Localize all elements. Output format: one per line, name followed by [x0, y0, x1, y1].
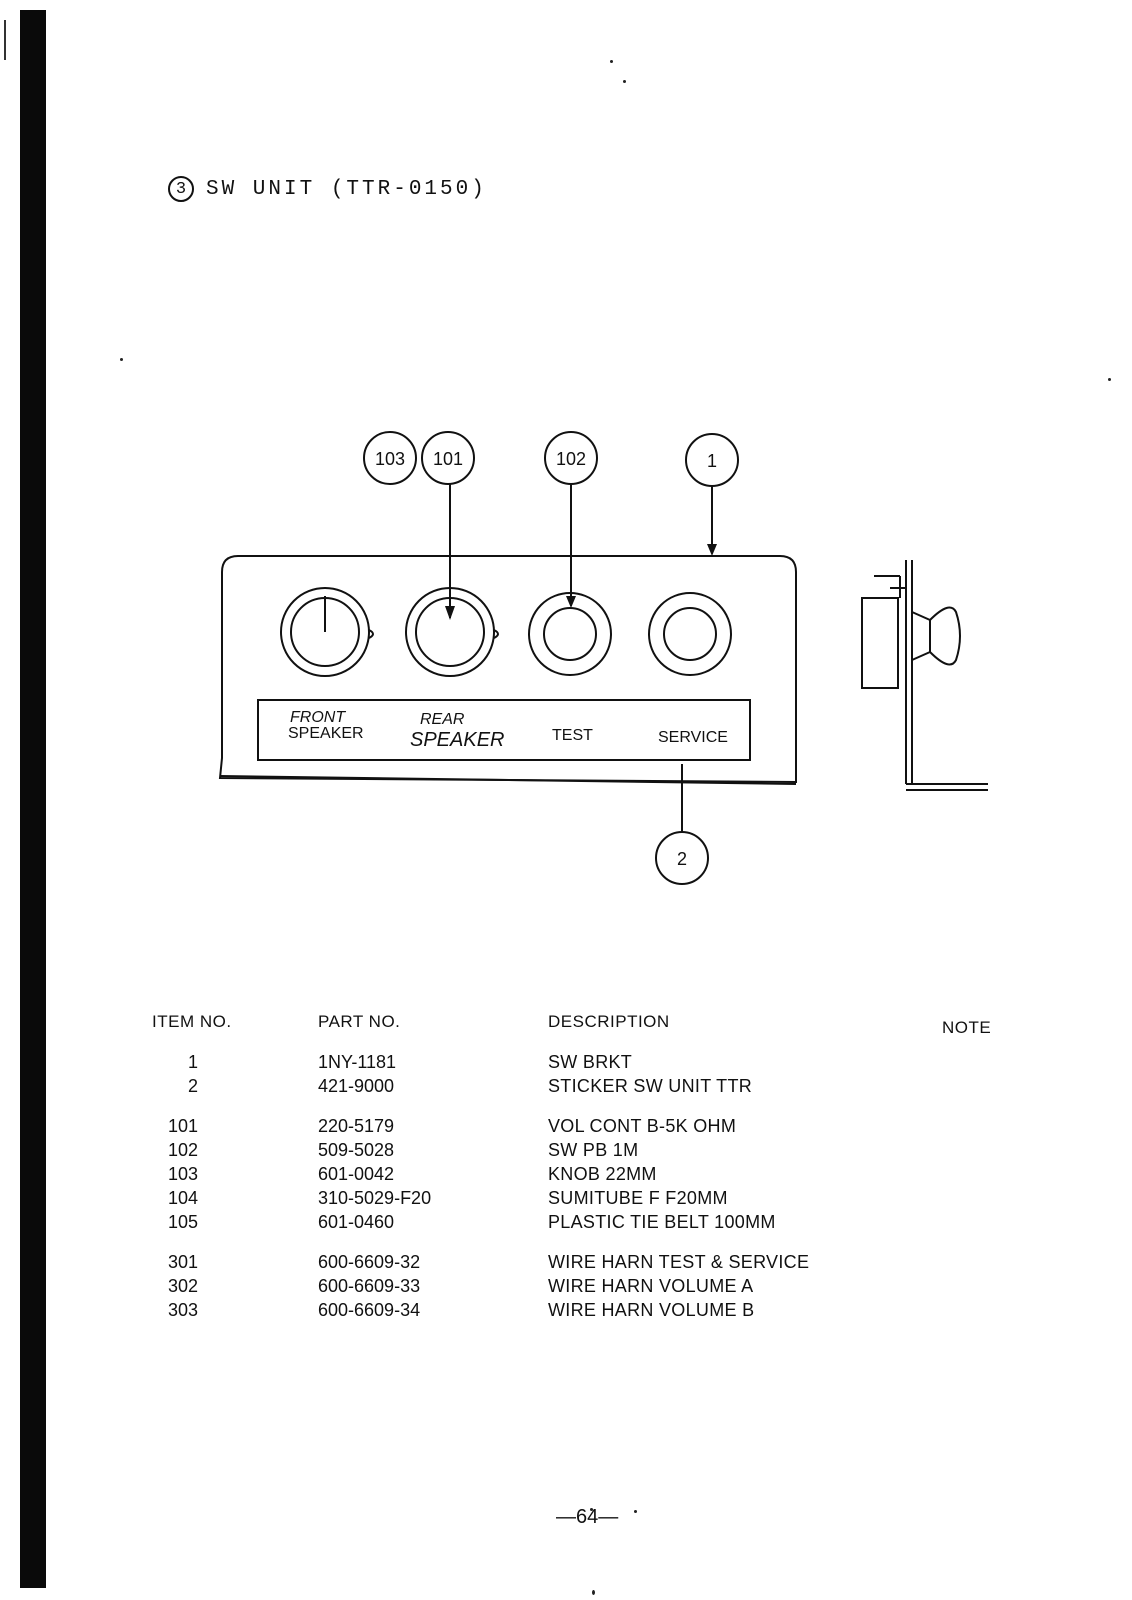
table-row: 302 600-6609-33 WIRE HARN VOLUME A: [140, 1274, 1040, 1298]
side-view: [861, 560, 988, 791]
table-row: 102 509-5028 SW PB 1M: [140, 1138, 1040, 1162]
row-desc: WIRE HARN TEST & SERVICE: [548, 1252, 810, 1272]
panel-bottom-edge: [219, 775, 797, 785]
row-part: 220-5179: [318, 1116, 395, 1136]
row-part: 601-0042: [318, 1164, 395, 1184]
label-rear-line2: SPEAKER: [410, 729, 504, 751]
table-row: 301 600-6609-32 WIRE HARN TEST & SERVICE: [140, 1250, 1040, 1274]
label-front-line1: FRONT: [290, 709, 346, 726]
row-item: 1: [187, 1052, 198, 1072]
row-desc: SW PB 1M: [548, 1140, 639, 1160]
row-desc: SW BRKT: [548, 1052, 633, 1072]
table-header: ITEM NO. PART NO. DESCRIPTION NOTE: [140, 1010, 1040, 1050]
table-row: 103 601-0042 KNOB 22MM: [140, 1162, 1040, 1186]
row-item: 101: [167, 1116, 198, 1136]
scan-speck: [590, 1508, 593, 1511]
service-button: [648, 592, 732, 676]
arrow-102: [566, 596, 576, 608]
label-front-line2: SPEAKER: [288, 725, 364, 742]
row-desc: VOL CONT B-5K OHM: [548, 1116, 737, 1136]
panel-outline: [218, 555, 797, 784]
row-item: 302: [167, 1276, 198, 1296]
page-number: —64—: [556, 1506, 619, 1528]
row-item: 2: [187, 1076, 198, 1096]
label-rear-line1: REAR: [420, 711, 465, 728]
sticker-outline: [257, 699, 751, 761]
callout-102-label: 102: [556, 449, 586, 469]
row-part: 509-5028: [318, 1140, 395, 1160]
callout-101-circle: [421, 431, 475, 485]
row-part: 601-0460: [318, 1212, 395, 1232]
scan-speck: [1108, 378, 1111, 381]
row-desc: WIRE HARN VOLUME B: [548, 1300, 755, 1320]
table-group: 101 220-5179 VOL CONT B-5K OHM 102 509-5…: [140, 1114, 1040, 1234]
parts-table: ITEM NO. PART NO. DESCRIPTION NOTE 1 1NY…: [140, 1010, 1040, 1338]
binding-edge: [20, 10, 46, 1588]
row-part: 310-5029-F20: [318, 1188, 432, 1208]
row-part: 1NY-1181: [318, 1052, 397, 1072]
row-part: 421-9000: [318, 1076, 395, 1096]
row-item: 105: [167, 1212, 198, 1232]
scan-speck: [592, 1590, 595, 1595]
arrow-101: [445, 606, 455, 620]
section-number: 3: [168, 176, 194, 202]
row-item: 102: [167, 1140, 198, 1160]
label-test: TEST: [552, 727, 593, 744]
callout-103-label: 103: [375, 449, 405, 469]
table-row: 105 601-0460 PLASTIC TIE BELT 100MM: [140, 1210, 1040, 1234]
section-title: 3 SW UNIT (TTR-0150): [168, 174, 487, 204]
row-part: 600-6609-32: [318, 1252, 421, 1272]
label-service: SERVICE: [658, 729, 728, 746]
binding-line: [4, 20, 6, 60]
row-desc: KNOB 22MM: [548, 1164, 657, 1184]
scan-speck: [623, 80, 626, 83]
table-row: 1 1NY-1181 SW BRKT: [140, 1050, 1040, 1074]
callout-101-label: 101: [433, 449, 463, 469]
row-part: 600-6609-33: [318, 1276, 421, 1296]
row-desc: STICKER SW UNIT TTR: [548, 1076, 753, 1096]
callout-2-label: 2: [677, 849, 687, 869]
row-item: 103: [167, 1164, 198, 1184]
section-title-text: SW UNIT (TTR-0150): [206, 177, 487, 201]
header-item-no: ITEM NO.: [152, 1012, 232, 1031]
table-row: 101 220-5179 VOL CONT B-5K OHM: [140, 1114, 1040, 1138]
table-row: 104 310-5029-F20 SUMITUBE F F20MM: [140, 1186, 1040, 1210]
row-item: 303: [167, 1300, 198, 1320]
callout-1-label: 1: [707, 451, 717, 471]
scan-speck: [634, 1510, 637, 1513]
scan-speck: [610, 60, 613, 63]
callout-103-circle: [363, 431, 417, 485]
sw-unit-diagram: 103 101 102 1 2 FRONT SPEAKER REAR SPEAK…: [218, 431, 988, 885]
row-desc: WIRE HARN VOLUME A: [548, 1276, 754, 1296]
table-row: 303 600-6609-34 WIRE HARN VOLUME B: [140, 1298, 1040, 1322]
arrow-1: [707, 544, 717, 556]
header-part-no: PART NO.: [318, 1012, 401, 1031]
row-part: 600-6609-34: [318, 1300, 421, 1320]
table-group: 301 600-6609-32 WIRE HARN TEST & SERVICE…: [140, 1250, 1040, 1322]
knob-front: [280, 587, 374, 677]
table-group: 1 1NY-1181 SW BRKT 2 421-9000 STICKER SW…: [140, 1050, 1040, 1098]
scan-speck: [120, 358, 123, 361]
row-item: 301: [167, 1252, 198, 1272]
knob-rear: [405, 587, 499, 677]
row-item: 104: [167, 1188, 198, 1208]
row-desc: PLASTIC TIE BELT 100MM: [548, 1212, 776, 1232]
header-note: NOTE: [942, 1018, 992, 1037]
header-description: DESCRIPTION: [548, 1012, 670, 1031]
table-row: 2 421-9000 STICKER SW UNIT TTR: [140, 1074, 1040, 1098]
row-desc: SUMITUBE F F20MM: [548, 1188, 728, 1208]
